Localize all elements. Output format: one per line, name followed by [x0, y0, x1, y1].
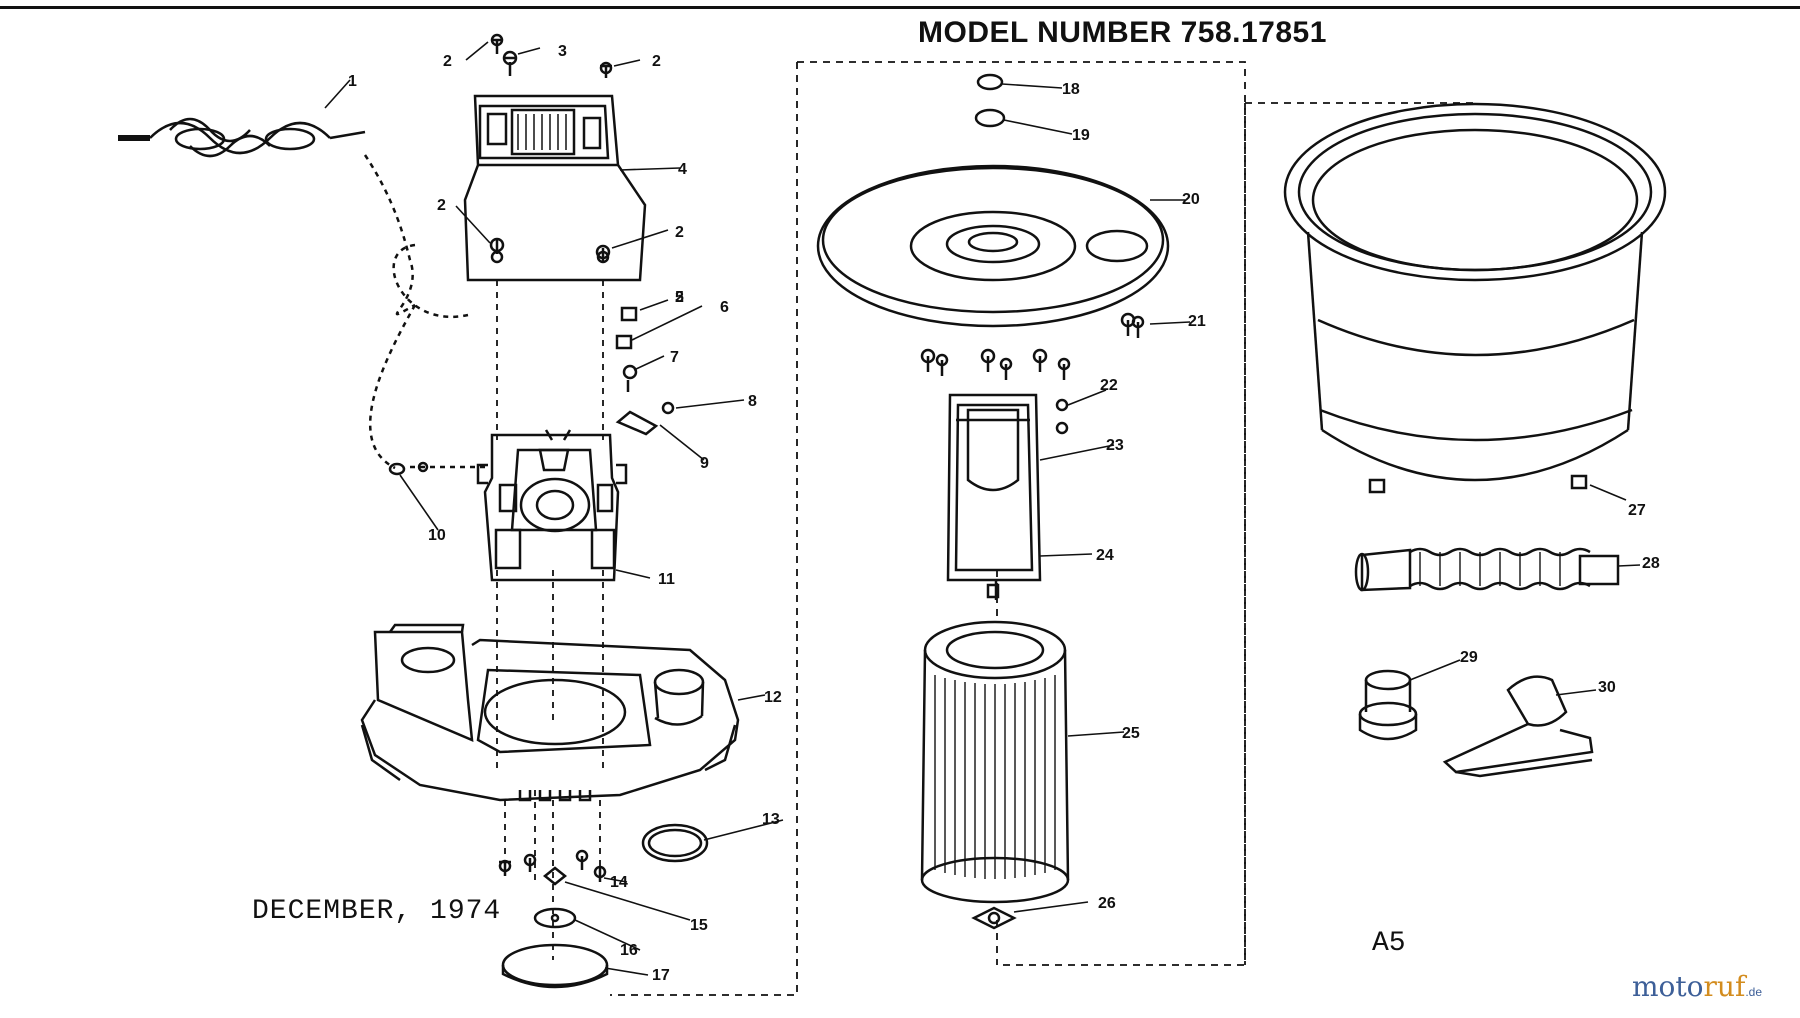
callout-9: 9 [700, 455, 709, 472]
callout-2b: 2 [652, 53, 661, 70]
collection-tank-part [1283, 102, 1667, 494]
callout-28: 28 [1642, 555, 1660, 572]
callout-labels: 1 2 3 2 2 4 2 2 5 6 7 8 9 10 11 12 13 14… [348, 43, 1660, 984]
gasket-ring-part [641, 823, 709, 863]
callout-20: 20 [1182, 191, 1200, 208]
motor-assembly-part [476, 429, 628, 582]
callout-6: 6 [720, 299, 729, 316]
callout-8: 8 [748, 393, 757, 410]
callout-1: 1 [348, 73, 357, 90]
callout-30: 30 [1598, 679, 1616, 696]
hose-part [1354, 547, 1620, 592]
callout-2a: 2 [443, 53, 452, 70]
brand-suffix: .de [1745, 985, 1762, 999]
callout-22: 22 [1100, 377, 1118, 394]
callout-14: 14 [610, 874, 628, 891]
sheet-code: A5 [1372, 928, 1406, 959]
wire-connector-part [388, 461, 490, 476]
callout-12: 12 [764, 689, 782, 706]
floor-tool-part [1442, 675, 1594, 778]
callout-23: 23 [1106, 437, 1124, 454]
callout-3: 3 [558, 43, 567, 60]
lid-plate-part [816, 164, 1170, 328]
round-nozzle-part [1358, 669, 1418, 741]
brand-logo[interactable]: motoruf.de [1632, 970, 1762, 1003]
callout-21: 21 [1188, 313, 1206, 330]
cartridge-filter-part [920, 620, 1070, 904]
lid-screws-part-21-22 [920, 312, 1145, 435]
callout-4: 4 [678, 161, 687, 178]
base-housing-part [360, 623, 740, 802]
callout-16: 16 [620, 942, 638, 959]
callout-2c: 2 [437, 197, 446, 214]
lid-caps-part-18-19 [974, 73, 1006, 128]
power-cord-part [118, 117, 469, 470]
alignment-lines-left [496, 280, 604, 960]
callout-13: 13 [762, 811, 780, 828]
callout-24: 24 [1096, 547, 1114, 564]
bottom-hardware-part-14-17 [498, 849, 609, 989]
callout-18: 18 [1062, 81, 1080, 98]
callout-2e: 2 [675, 289, 684, 306]
screws-part-2-3 [489, 33, 613, 262]
motor-cover-part [463, 94, 647, 282]
brand-part-1: moto [1632, 970, 1704, 1003]
wing-nut-part [971, 906, 1017, 930]
date-stamp: DECEMBER, 1974 [252, 896, 502, 927]
callout-27: 27 [1628, 502, 1646, 519]
callout-2d: 2 [675, 224, 684, 241]
callout-15: 15 [690, 917, 708, 934]
callout-7: 7 [670, 349, 679, 366]
callout-5: 5 [675, 289, 684, 306]
callout-29: 29 [1460, 649, 1478, 666]
callout-26: 26 [1098, 895, 1116, 912]
switch-fasteners-part-5-9 [615, 306, 675, 436]
brand-part-2: ruf [1703, 970, 1746, 1003]
model-number-title: MODEL NUMBER 758.17851 [918, 16, 1327, 49]
callout-25: 25 [1122, 725, 1140, 742]
callout-19: 19 [1072, 127, 1090, 144]
callout-11: 11 [658, 571, 675, 588]
callout-leader-lines [324, 41, 1641, 976]
float-cage-part [946, 393, 1042, 600]
top-border-line [0, 6, 1800, 9]
callout-10: 10 [428, 527, 446, 544]
filter-group-boundary [610, 61, 1478, 996]
callout-17: 17 [652, 967, 670, 984]
